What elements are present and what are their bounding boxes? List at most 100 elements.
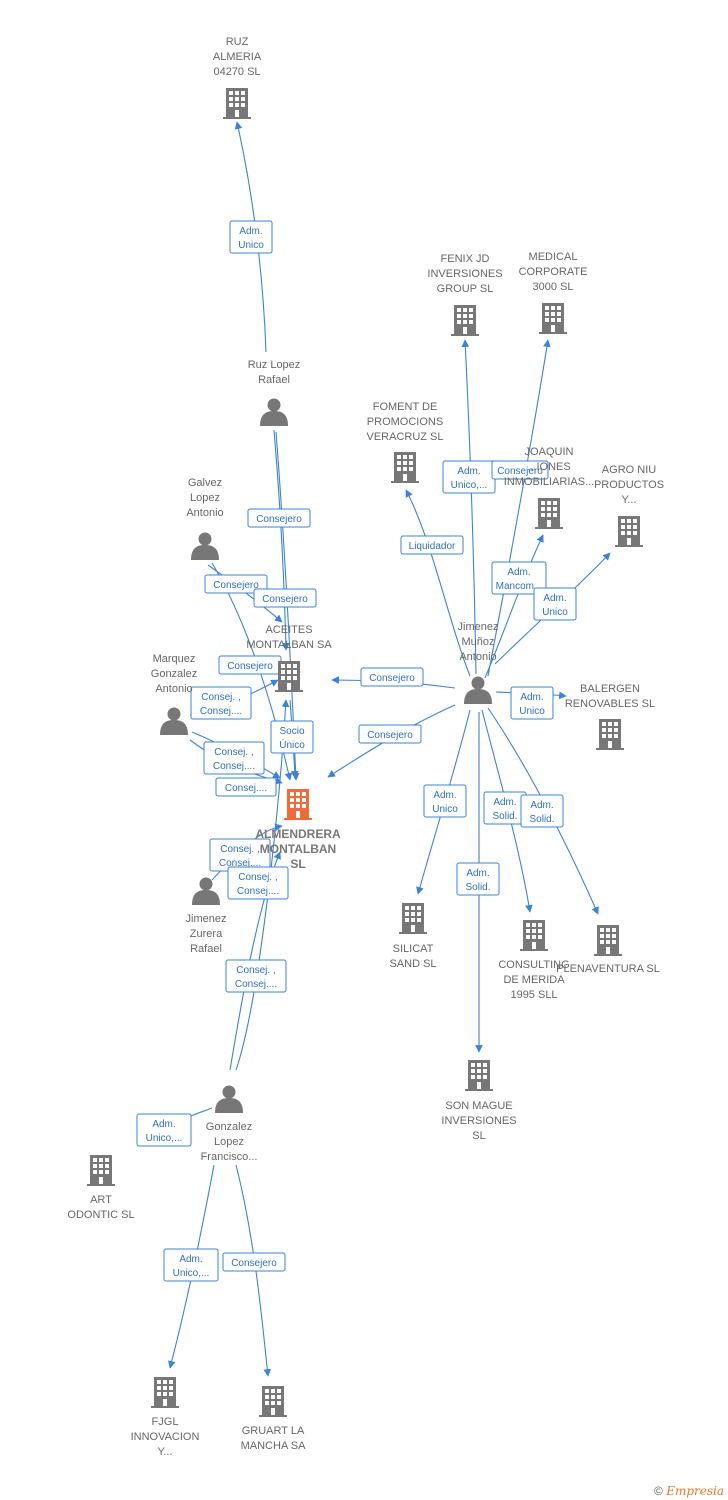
edge-label-consejero-galvez-1[interactable]: Consejero (204, 574, 268, 594)
svg-text:VERACRUZ SL: VERACRUZ SL (366, 431, 443, 443)
company-node-agro[interactable]: AGRO NIU PRODUCTOS Y... (594, 464, 664, 547)
svg-text:Unico: Unico (542, 607, 568, 618)
edge-labels: Adm. Unico Adm. Unico,... Consejero Liqu… (136, 220, 577, 1282)
building-icon (465, 1060, 493, 1091)
svg-text:Unico: Unico (519, 706, 545, 717)
svg-text:Consejero: Consejero (497, 466, 543, 477)
svg-text:ART: ART (90, 1194, 112, 1206)
edge-jm-to-foment (405, 489, 471, 677)
edge-label-consej-gonzalez[interactable]: Consej. , Consej.... (225, 959, 287, 993)
svg-text:Y...: Y... (157, 1446, 172, 1458)
svg-text:Consejero: Consejero (256, 514, 302, 525)
svg-text:Lopez: Lopez (190, 492, 220, 504)
company-node-medical[interactable]: MEDICAL CORPORATE 3000 SL (519, 251, 588, 334)
svg-text:Marquez: Marquez (153, 653, 196, 665)
svg-text:Consej. ,: Consej. , (238, 872, 277, 883)
svg-text:Liquidador: Liquidador (409, 541, 456, 552)
building-icon (275, 661, 303, 692)
company-node-art[interactable]: ART ODONTIC SL (67, 1155, 135, 1221)
edge-label-adm-unico-ruz[interactable]: Adm. Unico (229, 220, 273, 254)
company-node-silicat[interactable]: SILICAT SAND SL (389, 903, 437, 970)
company-node-joaquin[interactable]: JOAQUIN ...IONES INMOBILIARIAS... (504, 446, 594, 529)
edge-label-consej-marquez-1[interactable]: Consej. , Consej.... (190, 686, 252, 720)
svg-text:...IONES: ...IONES (527, 461, 570, 473)
svg-text:04270 SL: 04270 SL (213, 66, 260, 78)
person-node-gonzalez[interactable]: Gonzalez Lopez Francisco... (201, 1085, 258, 1164)
edge-label-socio-unico[interactable]: Socio Único (270, 720, 314, 754)
edge-label-consej-marquez-3[interactable]: Consej.... (215, 777, 277, 797)
edge-label-consejero-jm-alm[interactable]: Consejero (358, 724, 422, 744)
edge-label-consejero-marquez[interactable]: Consejero (218, 655, 282, 675)
edge-label-adm-unico-art[interactable]: Adm. Unico,... (136, 1113, 192, 1147)
svg-text:Jimenez: Jimenez (186, 913, 227, 925)
svg-text:RUZ: RUZ (226, 36, 249, 48)
svg-text:ALMERIA: ALMERIA (213, 51, 262, 63)
svg-text:Antonio: Antonio (186, 507, 223, 519)
building-icon (87, 1155, 115, 1186)
edge-label-consejero-galvez-2[interactable]: Consejero (253, 588, 317, 608)
edge-label-consejero-jm-aceites[interactable]: Consejero (360, 667, 424, 687)
svg-text:INMOBILIARIAS...: INMOBILIARIAS... (504, 476, 594, 488)
svg-text:Consej. ,: Consej. , (236, 965, 275, 976)
edge-label-adm-unico-fenix[interactable]: Adm. Unico,... (442, 460, 496, 494)
company-node-foment[interactable]: FOMENT DE PROMOCIONS VERACRUZ SL (366, 401, 444, 483)
edge-label-consej-zurera-2[interactable]: Consej. , Consej.... (227, 866, 289, 900)
svg-text:SL: SL (472, 1130, 485, 1142)
svg-text:PLENAVENTURA SL: PLENAVENTURA SL (556, 963, 660, 975)
edge-jm-to-medical (487, 339, 551, 677)
building-icon (596, 719, 624, 750)
person-node-galvez[interactable]: Galvez Lopez Antonio (186, 477, 224, 560)
svg-text:Ruz Lopez: Ruz Lopez (248, 359, 301, 371)
company-node-fenix[interactable]: FENIX JD INVERSIONES GROUP SL (427, 253, 503, 336)
svg-text:GRUART LA: GRUART LA (242, 1425, 305, 1437)
company-node-son-mague[interactable]: SON MAGUE INVERSIONES SL (441, 1060, 517, 1142)
edge-label-adm-solid-plena[interactable]: Adm. Solid. (520, 794, 564, 828)
edge-label-consejero-ruz[interactable]: Consejero (247, 508, 311, 528)
company-node-gruart[interactable]: GRUART LA MANCHA SA (241, 1386, 306, 1452)
svg-text:Zurera: Zurera (190, 928, 223, 940)
company-node-consulting[interactable]: CONSULTING DE MERIDA 1995 SLL (498, 920, 570, 1001)
svg-text:RENOVABLES SL: RENOVABLES SL (565, 698, 655, 710)
building-icon (520, 920, 548, 951)
svg-text:FENIX JD: FENIX JD (441, 253, 490, 265)
edge-label-adm-unico-silicat[interactable]: Adm. Unico (423, 784, 467, 818)
person-node-jimenez-munoz[interactable]: Jimenez Muñoz Antonio (458, 621, 499, 704)
person-node-jimenez-zurera[interactable]: Jimenez Zurera Rafael (186, 877, 227, 956)
company-node-balergen[interactable]: BALERGEN RENOVABLES SL (565, 683, 655, 750)
edge-label-consej-marquez-2[interactable]: Consej. , Consej.... (203, 741, 265, 775)
edge-label-liquidador[interactable]: Liquidador (400, 535, 464, 555)
svg-text:CONSULTING: CONSULTING (498, 959, 569, 971)
edge-label-adm-mancom[interactable]: Adm. Mancom... (491, 561, 547, 595)
edge-label-adm-solid-son[interactable]: Adm. Solid. (456, 862, 500, 896)
svg-text:Adm.: Adm. (466, 868, 489, 879)
svg-text:Consej....: Consej.... (225, 783, 267, 794)
edge-label-consejero-gruart[interactable]: Consejero (222, 1252, 286, 1272)
company-node-fjgl[interactable]: FJGL INNOVACION Y... (131, 1377, 200, 1458)
company-node-aceites[interactable]: ACEITES MONTALBAN SA (246, 624, 332, 692)
svg-text:Adm.: Adm. (239, 226, 262, 237)
person-node-marquez[interactable]: Marquez Gonzalez Antonio (151, 653, 197, 735)
edge-label-adm-unico-agro[interactable]: Adm. Unico (533, 587, 577, 621)
svg-text:PROMOCIONS: PROMOCIONS (367, 416, 443, 428)
company-node-ruz-almeria[interactable]: RUZ ALMERIA 04270 SL (213, 36, 262, 119)
svg-text:MONTALBAN: MONTALBAN (260, 842, 336, 856)
svg-text:Antonio: Antonio (459, 651, 496, 663)
company-node-plenaventura[interactable]: PLENAVENTURA SL (556, 925, 660, 975)
edge-label-consejero-medical[interactable]: Consejero (491, 460, 549, 480)
edge-label-adm-unico-fjgl[interactable]: Adm. Unico,... (163, 1248, 219, 1282)
edge-label-adm-unico-balergen[interactable]: Adm. Unico (510, 686, 554, 720)
svg-text:Consejero: Consejero (367, 730, 413, 741)
svg-text:Adm.: Adm. (433, 790, 456, 801)
person-icon (464, 676, 492, 704)
svg-text:Rafael: Rafael (190, 943, 222, 955)
svg-text:INVERSIONES: INVERSIONES (427, 268, 502, 280)
svg-text:Adm.: Adm. (530, 800, 553, 811)
svg-text:Unico,...: Unico,... (173, 1268, 210, 1279)
svg-text:JOAQUIN: JOAQUIN (525, 446, 574, 458)
svg-text:MONTALBAN SA: MONTALBAN SA (246, 639, 332, 651)
svg-text:ACEITES: ACEITES (265, 624, 312, 636)
edge-label-adm-solid-consulting[interactable]: Adm. Solid. (483, 791, 527, 825)
svg-text:Adm.: Adm. (520, 692, 543, 703)
focus-company-node-almendrera[interactable]: ALMENDRERA MONTALBAN SL (255, 789, 341, 871)
person-node-ruz-lopez[interactable]: Ruz Lopez Rafael (248, 359, 301, 426)
